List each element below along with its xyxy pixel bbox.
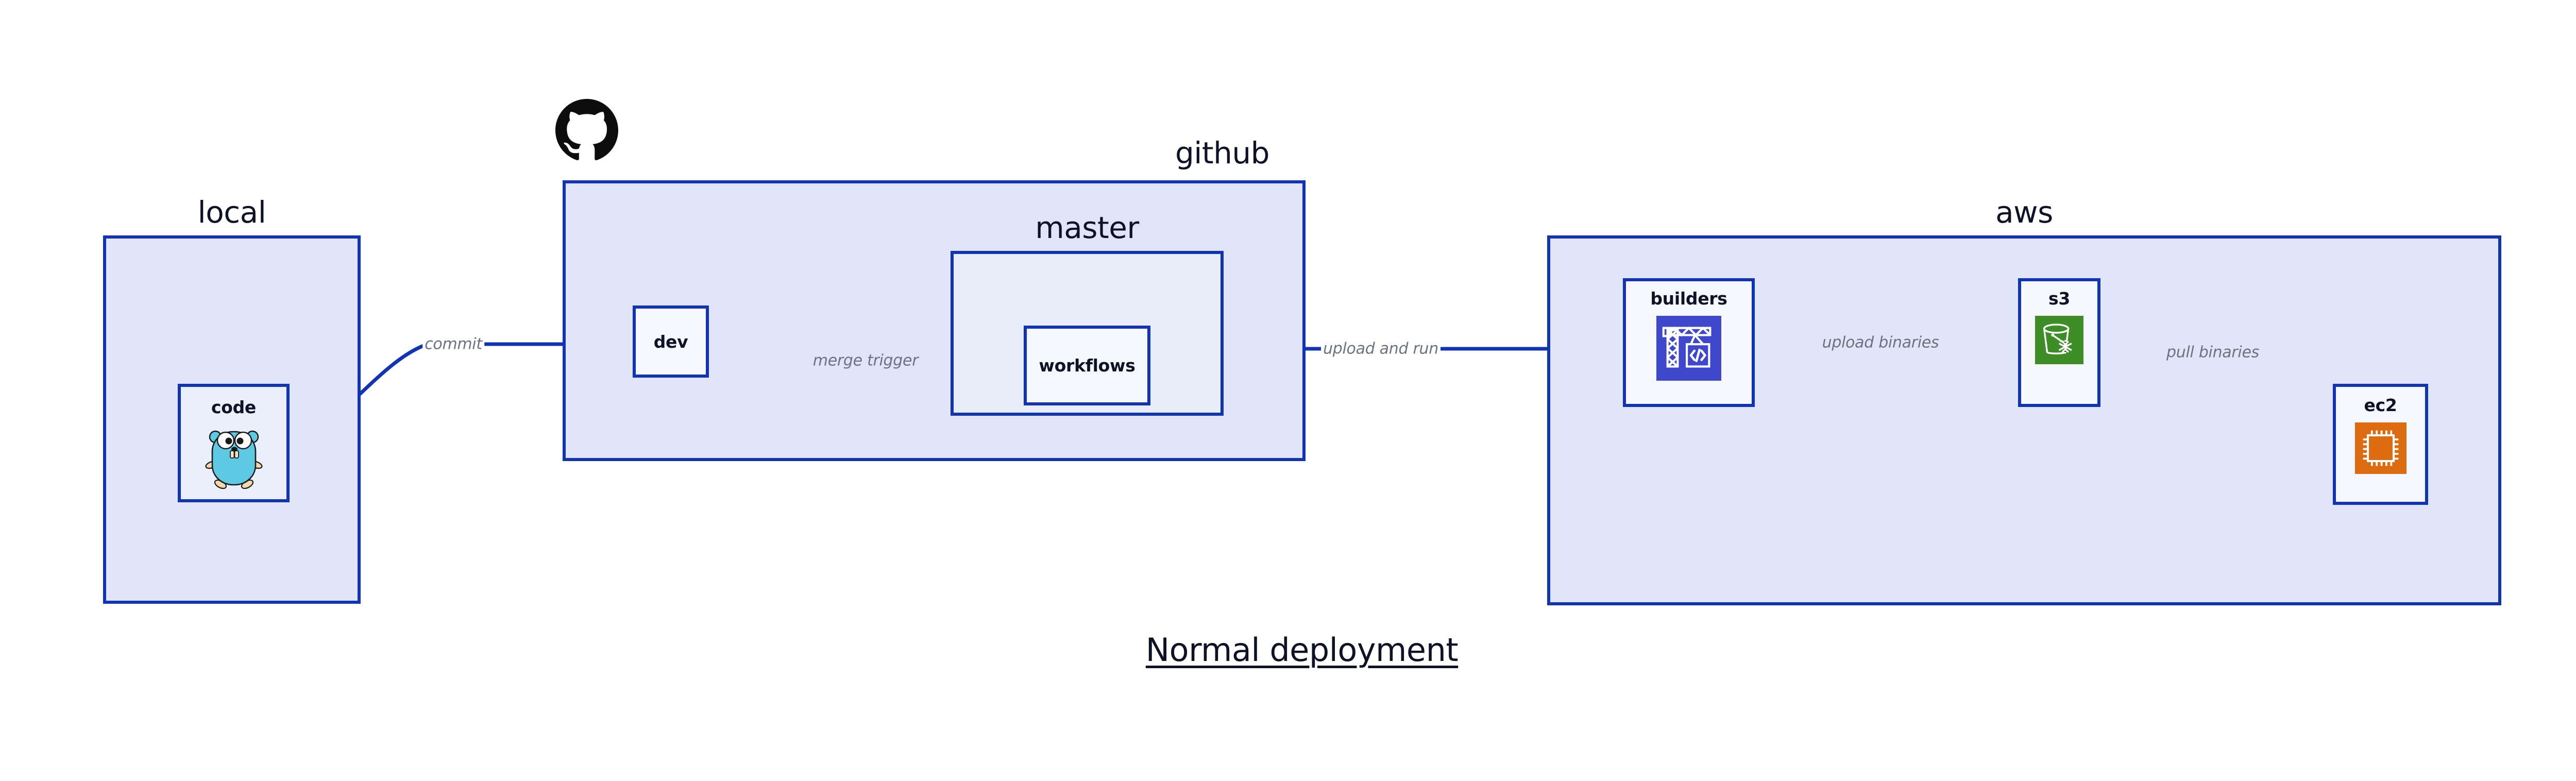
- group-github-label: github: [1175, 135, 1270, 171]
- node-s3[interactable]: s3: [2018, 278, 2100, 407]
- go-gopher-icon: [203, 423, 265, 492]
- node-workflows[interactable]: workflows: [1024, 326, 1150, 405]
- github-octocat-logo: [555, 99, 618, 171]
- node-builders[interactable]: builders: [1623, 278, 1755, 407]
- group-master-label: master: [1035, 210, 1139, 245]
- node-ec2[interactable]: ec2: [2333, 384, 2428, 505]
- node-s3-label: s3: [2048, 288, 2070, 309]
- edge-label-pull-binaries: pull binaries: [2164, 343, 2261, 362]
- edge-label-merge-trigger: merge trigger: [810, 351, 921, 370]
- page-title: Normal deployment: [1145, 631, 1459, 669]
- node-dev[interactable]: dev: [633, 305, 709, 378]
- group-local-label: local: [197, 195, 266, 230]
- group-aws-label: aws: [1995, 195, 2053, 230]
- node-ec2-label: ec2: [2364, 395, 2397, 415]
- node-builders-label: builders: [1650, 288, 1727, 309]
- node-code-label: code: [211, 397, 257, 417]
- edge-label-commit: commit: [422, 335, 484, 353]
- node-workflows-label: workflows: [1039, 355, 1136, 376]
- node-dev-label: dev: [653, 331, 688, 352]
- aws-codebuild-crane-icon: [1656, 316, 1721, 383]
- aws-ec2-chip-icon: [2354, 422, 2406, 477]
- edge-label-upload-binaries: upload binaries: [1820, 333, 1941, 352]
- edge-label-upload-and-run: upload and run: [1321, 339, 1440, 358]
- node-code[interactable]: code: [178, 384, 290, 502]
- aws-s3-glacier-bucket-icon: [2035, 316, 2083, 367]
